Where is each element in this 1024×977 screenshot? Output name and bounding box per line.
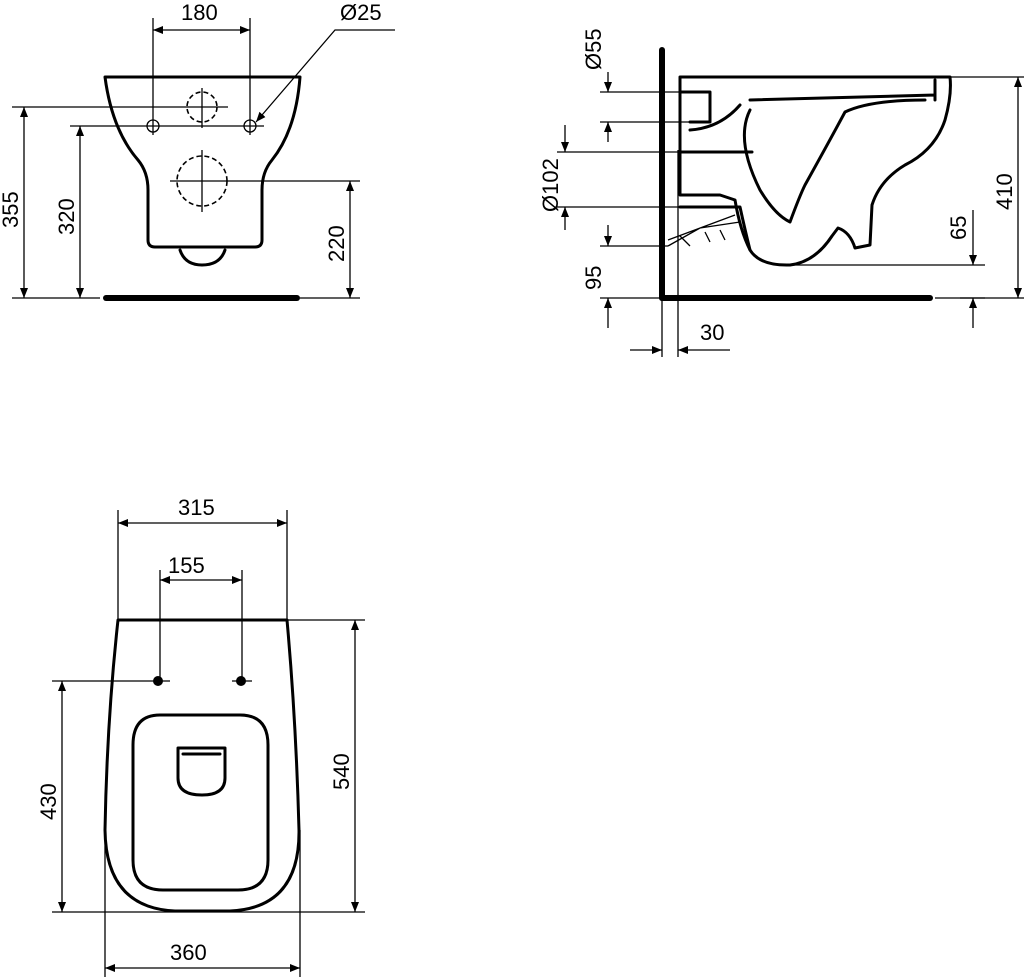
dim-dia25-leader [255,29,395,123]
bowl-inner [742,78,937,224]
dim-label-430: 430 [36,783,61,820]
front-outline [103,75,302,249]
dim-label-dia25: Ø25 [340,0,382,25]
dim-label-320: 320 [54,198,79,235]
side-view: Ø55 Ø102 95 65 410 30 [538,28,1024,357]
dim-label-360: 360 [170,940,207,965]
outlet-spigot [678,150,754,252]
dim-label-dia55: Ø55 [581,28,606,70]
front-view: 180 Ø25 355 320 220 [0,0,395,301]
dim-label-95: 95 [581,266,606,290]
trap-outline [178,248,227,267]
seat-opening [131,713,270,892]
dim-label-410: 410 [992,173,1017,210]
top-view: 315 155 430 540 360 [36,495,365,977]
flush-outlet [176,746,227,797]
top-outline [103,618,301,913]
bowl-outline [678,75,952,267]
inlet-spigot [678,90,742,132]
dim-label-315: 315 [178,495,215,520]
dim-label-540: 540 [329,753,354,790]
dim-label-220: 220 [324,225,349,262]
dim-label-155: 155 [168,553,205,578]
dim-label-30: 30 [700,320,724,345]
dim-label-dia102: Ø102 [538,158,563,212]
dim-label-355: 355 [0,191,23,228]
dim-label-180: 180 [181,0,218,25]
dim-label-65: 65 [946,216,971,240]
base-detail [667,214,741,247]
